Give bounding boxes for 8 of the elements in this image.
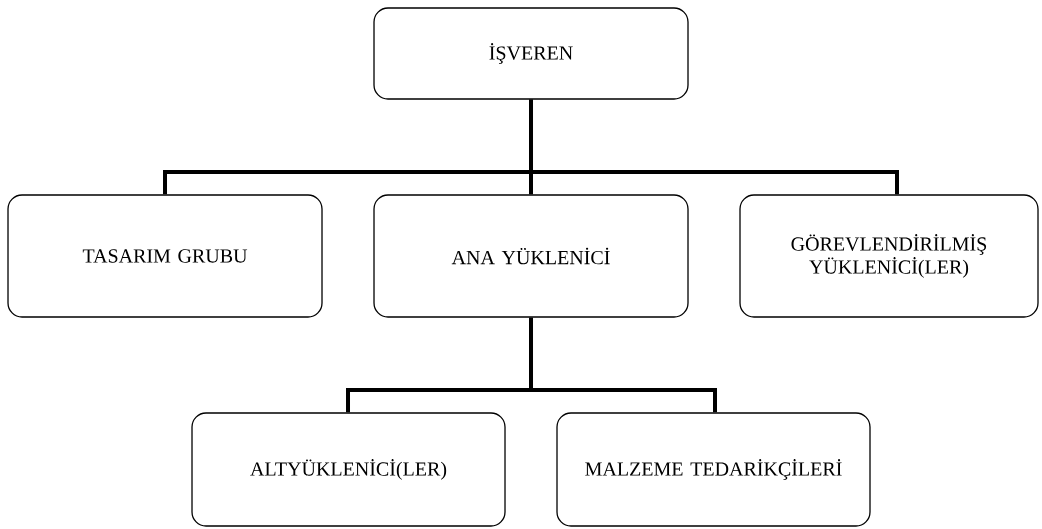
org-box: GÖREVLENDİRİLMİŞ YÜKLENİCİ(LER) (739, 194, 1039, 318)
connector-line (529, 99, 899, 195)
org-box: ALTYÜKLENİCİ(LER) (191, 412, 506, 527)
org-box: TASARIM GRUBU (7, 194, 323, 318)
connector-line (529, 317, 717, 413)
org-box: MALZEME TEDARİKÇİLERİ (556, 412, 871, 527)
org-box: İŞVEREN (373, 7, 689, 100)
org-box: ANA YÜKLENİCİ (373, 194, 689, 318)
